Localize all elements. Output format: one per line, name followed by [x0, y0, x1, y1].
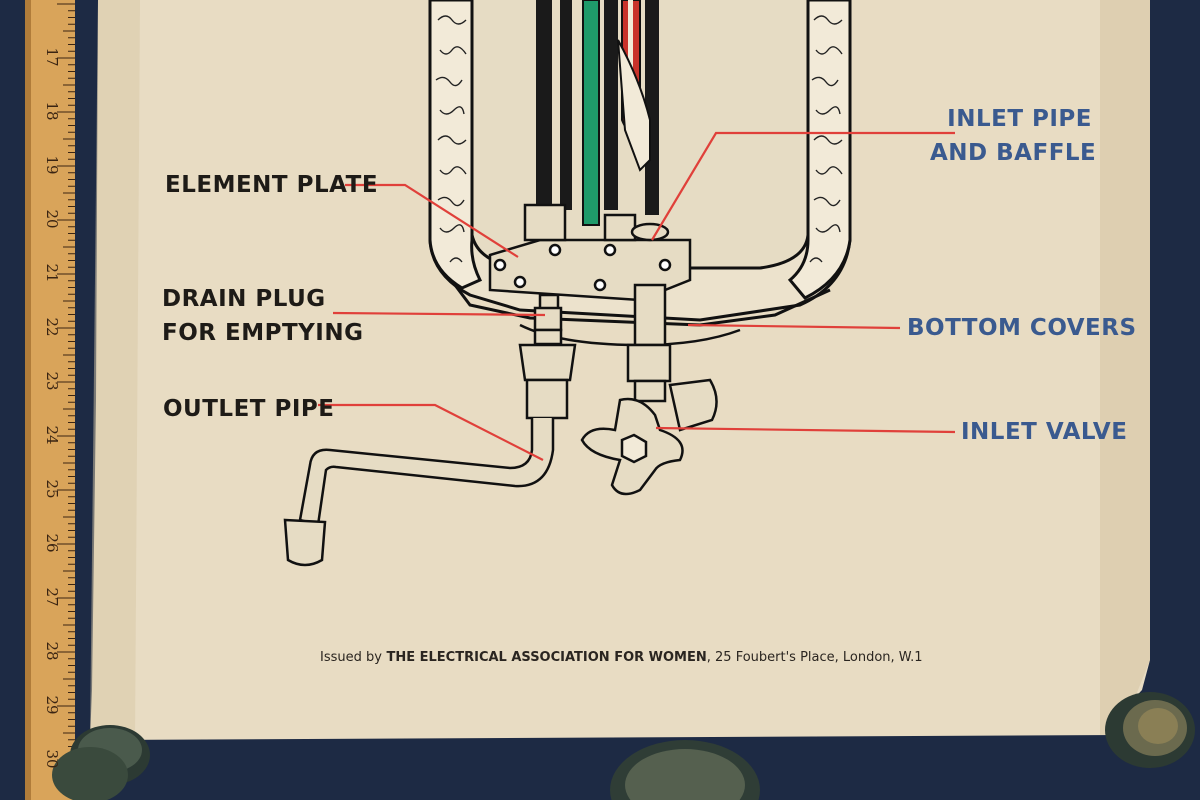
- label-bottom-covers: BOTTOM COVERS: [907, 315, 1137, 341]
- leader-inlet-valve: [655, 426, 956, 434]
- label-element-plate: ELEMENT PLATE: [165, 172, 379, 198]
- footer-address: , 25 Foubert's Place, London, W.1: [706, 650, 923, 665]
- ruler-number: 22: [43, 317, 61, 337]
- inlet-valve-part: [580, 283, 718, 496]
- footer-prefix: Issued by: [320, 650, 382, 665]
- ruler-number: 30: [43, 749, 61, 769]
- ruler-number: 27: [43, 587, 61, 607]
- leader-outlet-pipe: [318, 403, 544, 461]
- ruler-number: 19: [43, 155, 61, 175]
- ruler-number: 26: [43, 533, 61, 553]
- heating-elements: [536, 0, 659, 226]
- ruler-number: 24: [43, 425, 61, 445]
- leader-drain-plug: [332, 311, 546, 317]
- brass-weight-right: [1105, 692, 1195, 768]
- insulation-texture: [435, 15, 843, 263]
- ruler-number: 29: [43, 695, 61, 715]
- leader-element-plate: [345, 183, 519, 258]
- ruler-number: 17: [43, 47, 61, 67]
- ruler-number: 20: [43, 209, 61, 229]
- drain-plug-part: [533, 293, 563, 332]
- ruler-number: 18: [43, 101, 61, 121]
- brass-weight-left: [52, 725, 150, 800]
- label-inlet-pipe: INLET PIPE AND BAFFLE: [930, 106, 1097, 166]
- footer-org: THE ELECTRICAL ASSOCIATION FOR WOMEN: [386, 650, 707, 665]
- ruler-number: 21: [43, 263, 61, 283]
- footer-credit: Issued by THE ELECTRICAL ASSOCIATION FOR…: [320, 650, 980, 665]
- ruler-number: 25: [43, 479, 61, 499]
- leader-bottom-covers: [687, 323, 901, 330]
- label-drain-plug: DRAIN PLUG FOR EMPTYING: [162, 286, 364, 346]
- ruler-number: 23: [43, 371, 61, 391]
- label-inlet-valve: INLET VALVE: [961, 419, 1128, 445]
- outlet-pipe-part: [283, 328, 577, 567]
- wooden-ruler: [25, 0, 75, 800]
- brass-weight-center: [610, 740, 760, 800]
- label-outlet-pipe: OUTLET PIPE: [163, 396, 335, 422]
- leader-inlet-pipe: [651, 131, 955, 241]
- leader-lines: [318, 131, 956, 461]
- ruler-number: 28: [43, 641, 61, 661]
